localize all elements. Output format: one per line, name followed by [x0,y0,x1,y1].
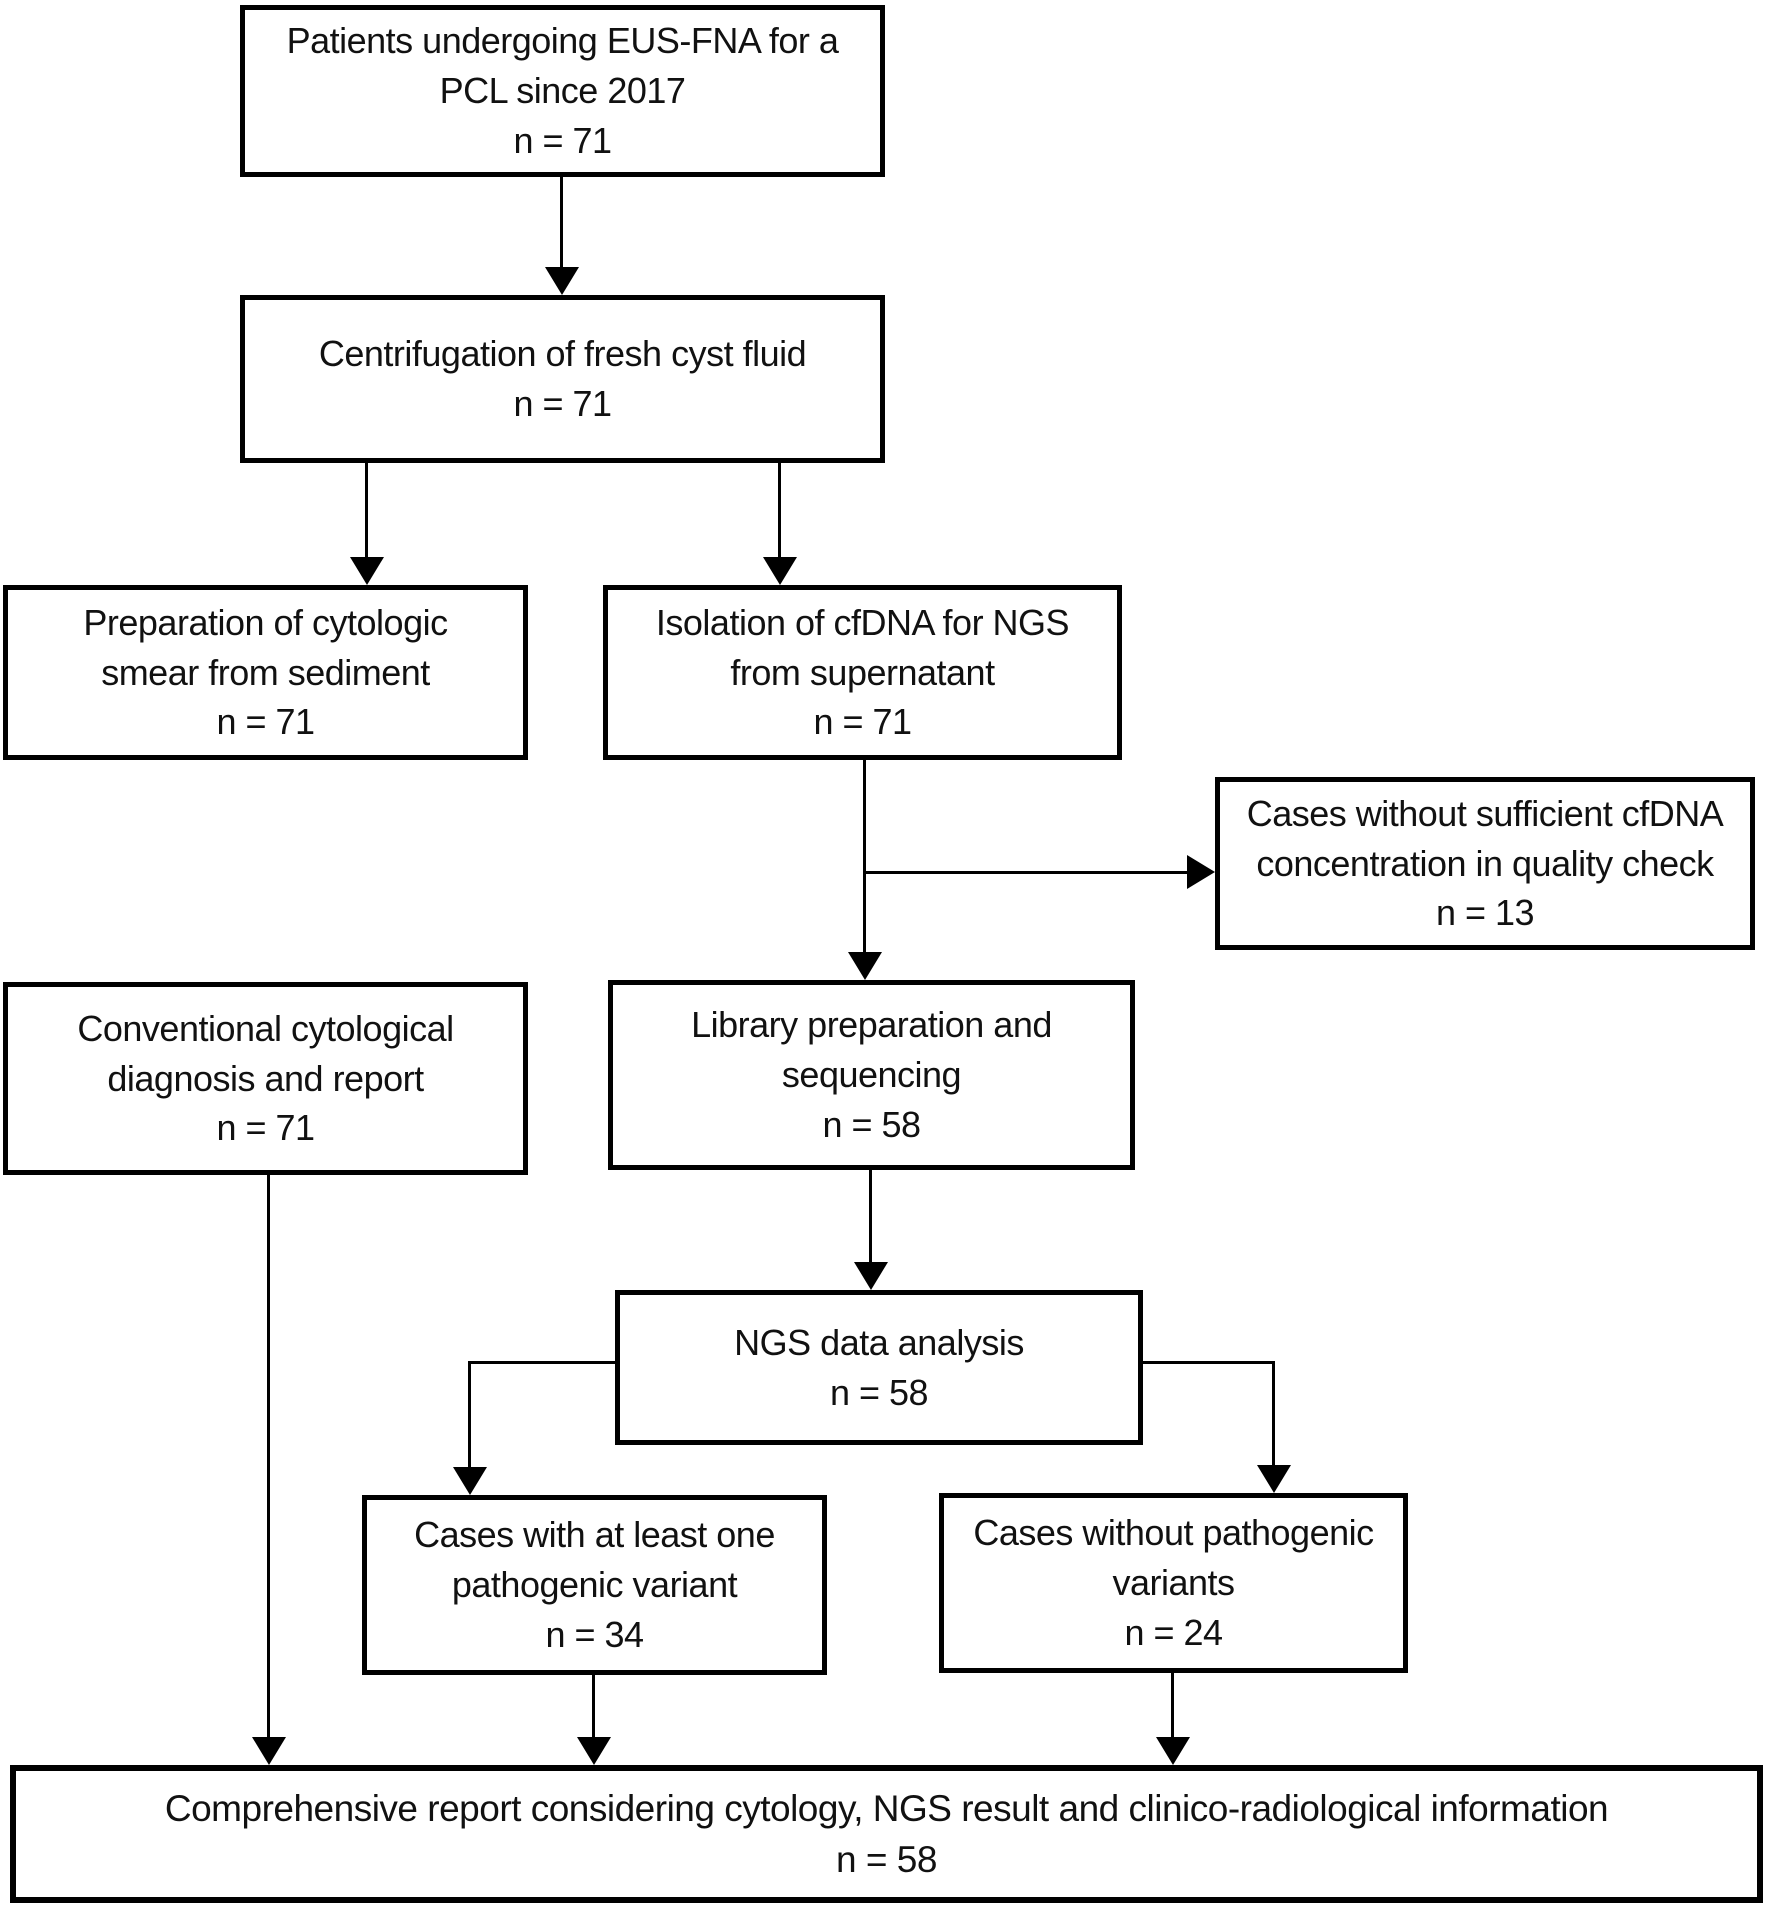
connector-patients-centrifugation-arrowhead-icon [545,267,579,295]
connector-library-ngs-arrowhead-icon [854,1262,888,1290]
connector-ngs-withoutvariant-arrowhead-icon [1257,1465,1291,1493]
connector-cytology-report-arrowhead-icon [252,1737,286,1765]
connector-isolation-library-line [863,760,866,952]
connector-ngs-withvariant-vline [468,1361,471,1467]
flow-node-comprehensive-report: Comprehensive report considering cytolog… [10,1765,1763,1903]
connector-branch-insufficient-line [863,871,1187,874]
connector-withvariant-report-arrowhead-icon [577,1737,611,1765]
flow-node-comprehensive-report-label: Comprehensive report considering cytolog… [164,1787,1609,1880]
connector-ngs-withoutvariant-hline [1143,1361,1274,1364]
connector-cytology-report-line [267,1175,270,1737]
connector-centrifugation-isolation-line [778,463,781,557]
connector-patients-centrifugation-line [560,177,563,267]
connector-ngs-withvariant-hline [470,1361,615,1364]
connector-ngs-withoutvariant-vline [1272,1361,1275,1465]
connector-withvariant-report-line [592,1675,595,1737]
connector-withoutvariant-report-line [1171,1673,1174,1737]
connector-ngs-withvariant-arrowhead-icon [453,1467,487,1495]
connector-centrifugation-smear-line [365,463,368,557]
connector-library-ngs-line [869,1170,872,1262]
connector-isolation-library-arrowhead-icon [848,952,882,980]
connector-centrifugation-isolation-arrowhead-icon [763,557,797,585]
connector-withoutvariant-report-arrowhead-icon [1156,1737,1190,1765]
connector-branch-insufficient-arrowhead-icon [1187,855,1215,889]
connector-centrifugation-smear-arrowhead-icon [350,557,384,585]
